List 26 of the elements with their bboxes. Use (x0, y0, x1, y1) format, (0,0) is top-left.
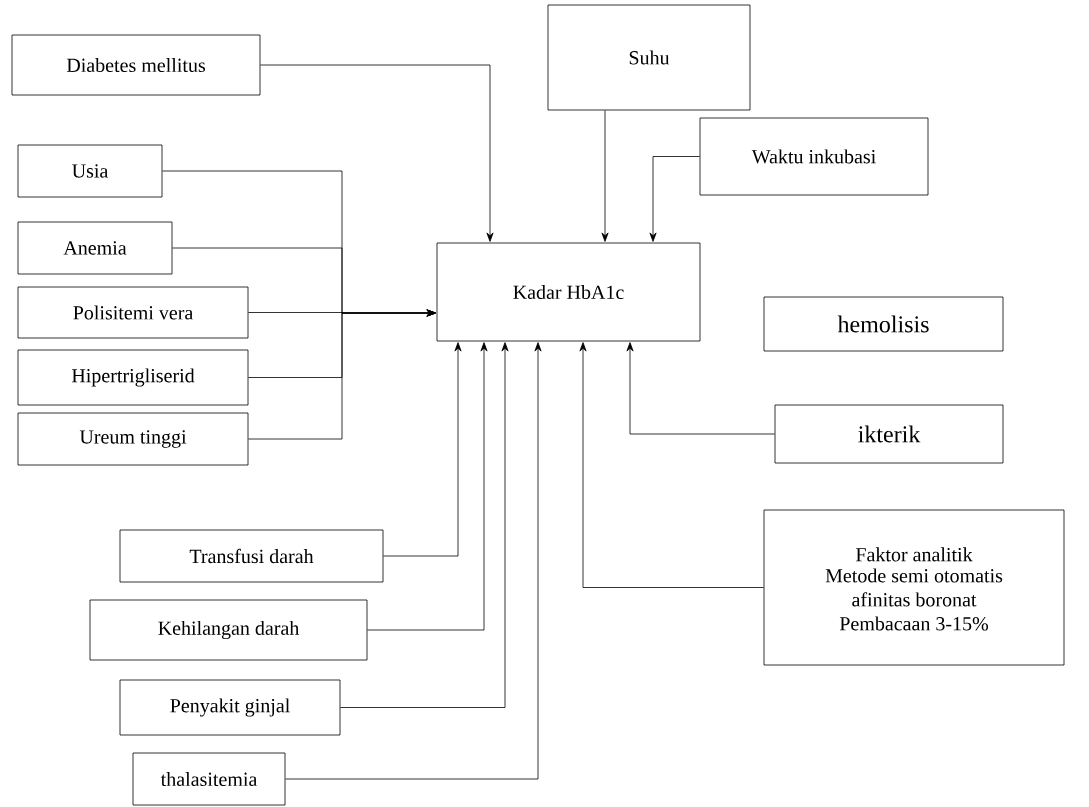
arrow (649, 156, 700, 242)
factor-box: Usia (17, 144, 163, 198)
arrow (383, 342, 462, 557)
factor-box: Suhu (547, 4, 751, 111)
factor-box: Waktu inkubasi (699, 117, 929, 196)
arrow (626, 342, 775, 435)
factor-box: Ureum tinggi (17, 412, 249, 466)
arrow (579, 342, 764, 588)
factor-box: Kehilangan darah (89, 599, 368, 661)
factor-box: Diabetes mellitus (11, 34, 261, 96)
factor-box: thalasitemia (132, 752, 286, 806)
arrow (285, 342, 542, 780)
factor-box: Penyakit ginjal (119, 679, 341, 736)
arrow (260, 64, 494, 242)
factor-box: hemolisis (763, 296, 1004, 352)
arrow (601, 110, 609, 242)
factor-box: Hipertrigliserid (17, 349, 249, 406)
factor-box: Polisitemi vera (17, 286, 249, 339)
arrow (248, 309, 436, 440)
factor-box: Anemia (17, 221, 173, 275)
factor-box: Transfusi darah (119, 529, 384, 583)
factor-box: Kadar HbA1c (436, 242, 701, 342)
arrow (340, 342, 509, 708)
arrow (367, 342, 488, 631)
factor-box: Faktor analitik Metode semi otomatis afinitas boronat Pembacaan 3-15% (763, 509, 1065, 666)
factor-box: ikterik (774, 404, 1004, 464)
